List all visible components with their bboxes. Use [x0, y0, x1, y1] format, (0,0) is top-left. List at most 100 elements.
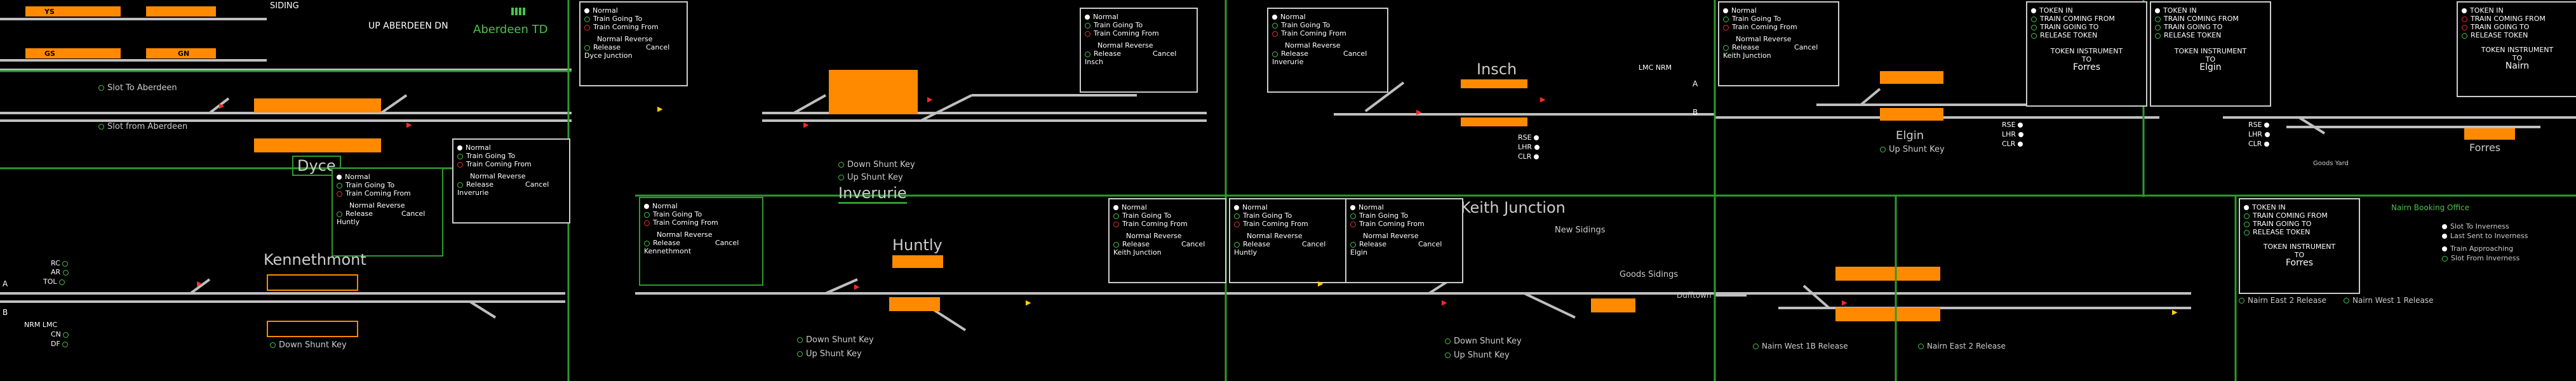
slot-to-aberdeen[interactable]: Slot To Aberdeen	[98, 83, 177, 93]
coming-indicator[interactable]: Train Coming From	[1085, 29, 1193, 37]
nrm-indicator: NRM LMC	[24, 321, 58, 329]
huntly-down-shunt-key[interactable]: Down Shunt Key	[797, 335, 874, 345]
keith-up-shunt-key[interactable]: Up Shunt Key	[1445, 351, 1510, 360]
keith-down-shunt-key[interactable]: Down Shunt Key	[1445, 337, 1522, 346]
coming-indicator[interactable]: Train Coming From	[1234, 220, 1342, 228]
normal-indicator[interactable]: Normal	[584, 6, 683, 15]
release-token[interactable]: RELEASE TOKEN	[2031, 31, 2142, 39]
nairn-west-1b-release[interactable]: Nairn West 1B Release	[1753, 342, 1848, 351]
signal-icon[interactable]: ▶	[197, 279, 203, 288]
going-indicator[interactable]: Train Going To	[1085, 21, 1193, 29]
clr-indicator-elgin: CLR	[2002, 140, 2026, 148]
slot-from-aberdeen[interactable]: Slot from Aberdeen	[98, 122, 187, 131]
signal-icon[interactable]: ▶	[1842, 298, 1848, 307]
inverurie-up-shunt-key[interactable]: Up Shunt Key	[838, 173, 903, 182]
coming-indicator[interactable]: Train Coming From	[584, 23, 683, 31]
header-track-ys: YS	[44, 8, 55, 16]
signal-icon[interactable]: ▶	[406, 121, 412, 129]
normal-indicator[interactable]: Normal	[1350, 203, 1458, 211]
signal-icon[interactable]: ▶	[927, 95, 933, 104]
elgin-up-shunt-key[interactable]: Up Shunt Key	[1880, 145, 1945, 154]
normal-indicator[interactable]: Normal	[1723, 6, 1834, 15]
rse-indicator-insch: RSE	[1518, 133, 1542, 142]
token-dest-label: Forres	[2073, 62, 2100, 72]
coming-indicator[interactable]: Train Coming From	[1350, 220, 1458, 228]
signal-icon[interactable]: ▶	[219, 102, 225, 110]
slot-from-inverness[interactable]: Slot From Inverness	[2442, 254, 2519, 262]
release-token[interactable]: RELEASE TOKEN	[2244, 228, 2355, 236]
normal-indicator[interactable]: Normal	[1272, 13, 1383, 21]
train-coming-from[interactable]: TRAIN COMING FROM	[2244, 211, 2355, 220]
going-indicator[interactable]: Train Going To	[1234, 211, 1342, 220]
normal-reverse-label: Normal Reverse	[470, 172, 526, 180]
normal-indicator[interactable]: Normal	[644, 202, 758, 210]
going-indicator[interactable]: Train Going To	[337, 181, 438, 189]
train-coming-from[interactable]: TRAIN COMING FROM	[2462, 15, 2573, 23]
block-box-kennethmont: Normal Train Going To Train Coming From …	[639, 197, 763, 286]
train-approaching[interactable]: Train Approaching	[2442, 244, 2513, 253]
last-sent-to-inverness[interactable]: Last Sent to Inverness	[2442, 232, 2528, 240]
nairn-east-2-release[interactable]: Nairn East 2 Release	[2239, 296, 2326, 305]
huntly-up-shunt-key[interactable]: Up Shunt Key	[797, 349, 862, 359]
going-indicator[interactable]: Train Going To	[1350, 211, 1458, 220]
going-indicator[interactable]: Train Going To	[644, 210, 758, 218]
signal-icon[interactable]: ▶	[1442, 298, 1447, 307]
box-name: Inverurie	[1272, 58, 1304, 66]
going-indicator[interactable]: Train Going To	[584, 15, 683, 23]
token-in[interactable]: TOKEN IN	[2031, 6, 2142, 15]
coming-indicator[interactable]: Train Coming From	[457, 160, 565, 168]
nairn-west-1-release[interactable]: Nairn West 1 Release	[2344, 296, 2433, 305]
train-going-to[interactable]: TRAIN GOING TO	[2155, 23, 2266, 31]
distant-signal-icon[interactable]: ▶	[1026, 298, 1031, 307]
release-token[interactable]: RELEASE TOKEN	[2462, 31, 2573, 39]
kennethmont-down-shunt-key[interactable]: Down Shunt Key	[270, 340, 347, 350]
train-going-to[interactable]: TRAIN GOING TO	[2462, 23, 2573, 31]
signal-icon[interactable]: ▶	[1416, 108, 1422, 116]
signal-icon[interactable]: ▶	[803, 121, 809, 129]
distant-signal-icon[interactable]: ▶	[1318, 279, 1324, 288]
going-indicator[interactable]: Train Going To	[1113, 211, 1221, 220]
normal-indicator[interactable]: Normal	[1234, 203, 1342, 211]
normal-indicator[interactable]: Normal	[457, 144, 565, 152]
coming-indicator[interactable]: Train Coming From	[1723, 23, 1834, 31]
train-coming-from[interactable]: TRAIN COMING FROM	[2031, 15, 2142, 23]
going-indicator[interactable]: Train Going To	[1723, 15, 1834, 23]
distant-signal-icon[interactable]: ▶	[657, 105, 663, 113]
huntly-station-name: Huntly	[892, 236, 943, 254]
normal-indicator[interactable]: Normal	[1085, 13, 1193, 21]
token-in[interactable]: TOKEN IN	[2462, 6, 2573, 15]
inverurie-down-shunt-key[interactable]: Down Shunt Key	[838, 160, 915, 170]
train-going-to[interactable]: TRAIN GOING TO	[2031, 23, 2142, 31]
distant-signal-icon[interactable]: ▶	[2172, 308, 2178, 316]
nairn-east-2b-release[interactable]: Nairn East 2 Release	[1918, 342, 2006, 351]
coming-indicator[interactable]: Train Coming From	[1113, 220, 1221, 228]
going-indicator[interactable]: Train Going To	[457, 152, 565, 160]
going-indicator[interactable]: Train Going To	[1272, 21, 1383, 29]
token-in[interactable]: TOKEN IN	[2155, 6, 2266, 15]
train-coming-from[interactable]: TRAIN COMING FROM	[2155, 15, 2266, 23]
normal-indicator[interactable]: Normal	[337, 173, 438, 181]
coming-indicator[interactable]: Train Coming From	[1272, 29, 1383, 37]
normal-indicator[interactable]: Normal	[1113, 203, 1221, 211]
token-in[interactable]: TOKEN IN	[2244, 203, 2355, 211]
slot-to-inverness[interactable]: Slot To Inverness	[2442, 222, 2509, 231]
coming-indicator[interactable]: Train Coming From	[337, 189, 438, 197]
release-token[interactable]: RELEASE TOKEN	[2155, 31, 2266, 39]
lhr-indicator-insch: LHR	[1518, 143, 1543, 151]
ar-indicator: AR	[51, 268, 72, 276]
signal-icon[interactable]: ▶	[1540, 95, 1546, 104]
signal-icon[interactable]: ▶	[854, 283, 860, 291]
coming-indicator[interactable]: Train Coming From	[644, 218, 758, 227]
train-going-to[interactable]: TRAIN GOING TO	[2244, 220, 2355, 228]
end-letter-a-insch: A	[1693, 79, 1698, 88]
